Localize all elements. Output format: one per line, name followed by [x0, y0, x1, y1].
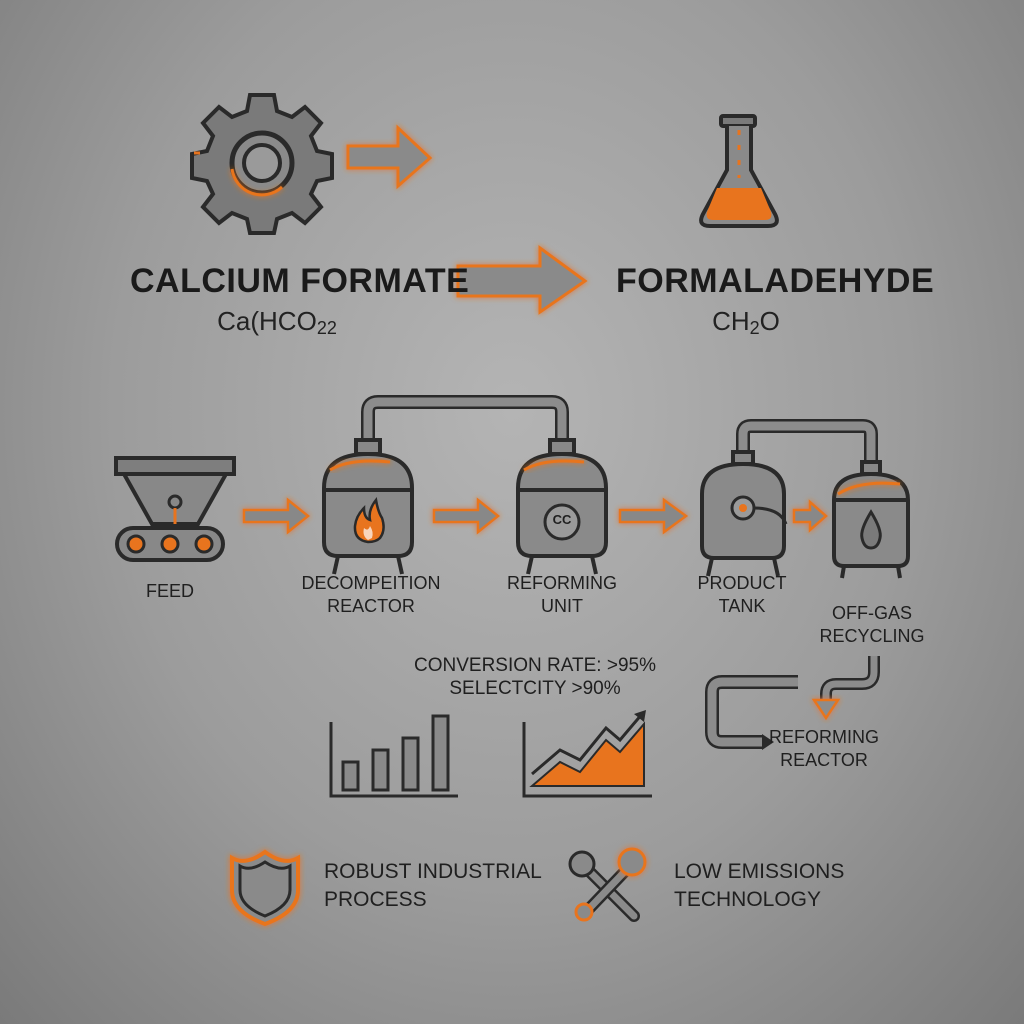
product-tank-label-line2: TANK: [718, 596, 766, 616]
conversion-rate: CONVERSION RATE: >95%: [414, 655, 656, 676]
gear-icon: [190, 93, 334, 235]
decomposition-reactor-icon: [322, 438, 414, 575]
reforming-unit-label-line1: REFORMING: [507, 573, 617, 593]
product-tank-label-line1: PRODUCT: [697, 573, 787, 593]
reforming-reactor-label: REFORMING REACTOR: [764, 726, 884, 772]
return-arrow-icon: [811, 656, 880, 721]
hopper-icon: [114, 456, 236, 562]
emissions-feature-line1: LOW EMISSIONS: [674, 860, 845, 883]
product-tank-label: PRODUCT TANK: [692, 572, 792, 618]
pipe-top-right: [736, 419, 878, 462]
decomposition-label-line2: REACTOR: [327, 596, 415, 616]
off-gas-label-line2: RECYCLING: [819, 626, 925, 646]
feed-label: FEED: [145, 581, 194, 601]
reforming-reactor-label-line2: REACTOR: [780, 750, 868, 770]
emissions-feature: LOW EMISSIONS TECHNOLOGY: [674, 858, 844, 914]
reforming-unit-label: REFORMING UNIT: [502, 572, 622, 618]
flow-arrow-icon: [242, 497, 311, 535]
robust-feature: ROBUST INDUSTRIAL PROCESS: [324, 858, 542, 914]
tools-icon: [568, 847, 647, 922]
arrow-right-icon: [456, 245, 588, 315]
bar-chart-icon: [329, 714, 458, 798]
flask-icon: [699, 114, 779, 228]
selectivity: SELECTCITY >90%: [449, 678, 621, 699]
off-gas-vessel-icon: [832, 460, 910, 579]
recycle-pipe: [705, 675, 798, 750]
trend-chart-icon: [522, 710, 652, 798]
flow-arrow-icon: [792, 499, 828, 533]
product-formula: CH2O: [696, 306, 796, 339]
product-tank-icon: [700, 450, 790, 577]
product-formula-sub: 2: [749, 318, 760, 338]
pipe-top-left: [361, 395, 569, 440]
robust-feature-line1: ROBUST INDUSTRIAL: [324, 860, 542, 883]
reforming-reactor-label-line1: REFORMING: [769, 727, 879, 747]
shield-icon: [230, 849, 300, 927]
source-formula-sub: 22: [316, 318, 337, 338]
product-formula-b: O: [759, 306, 780, 336]
stats-block: CONVERSION RATE: >95% SELECTCITY >90%: [410, 654, 660, 700]
reforming-unit-icon: [516, 438, 608, 575]
off-gas-label-line1: OFF-GAS: [832, 603, 912, 623]
flame-icon: [353, 497, 385, 544]
off-gas-label: OFF-GAS RECYCLING: [812, 602, 932, 648]
source-formula-main: Ca(HCO: [217, 306, 317, 336]
reform-badge: CC: [552, 512, 572, 527]
flow-arrow-icon: [618, 497, 689, 535]
decomposition-label: DECOMPEITION REACTOR: [296, 572, 446, 618]
source-name: CALCIUM FORMATE: [130, 262, 470, 300]
flow-arrow-icon: [432, 497, 501, 535]
decomposition-label-line1: DECOMPEITION: [301, 573, 441, 593]
product-formula-a: CH: [712, 306, 750, 336]
droplet-icon: [860, 509, 882, 550]
emissions-feature-line2: TECHNOLOGY: [674, 888, 822, 911]
reforming-unit-label-line2: UNIT: [541, 596, 583, 616]
product-name: FORMALADEHYDE: [616, 262, 935, 300]
source-formula: Ca(HCO22: [192, 306, 362, 339]
arrow-right-icon: [346, 124, 433, 190]
robust-feature-line2: PROCESS: [324, 888, 427, 911]
